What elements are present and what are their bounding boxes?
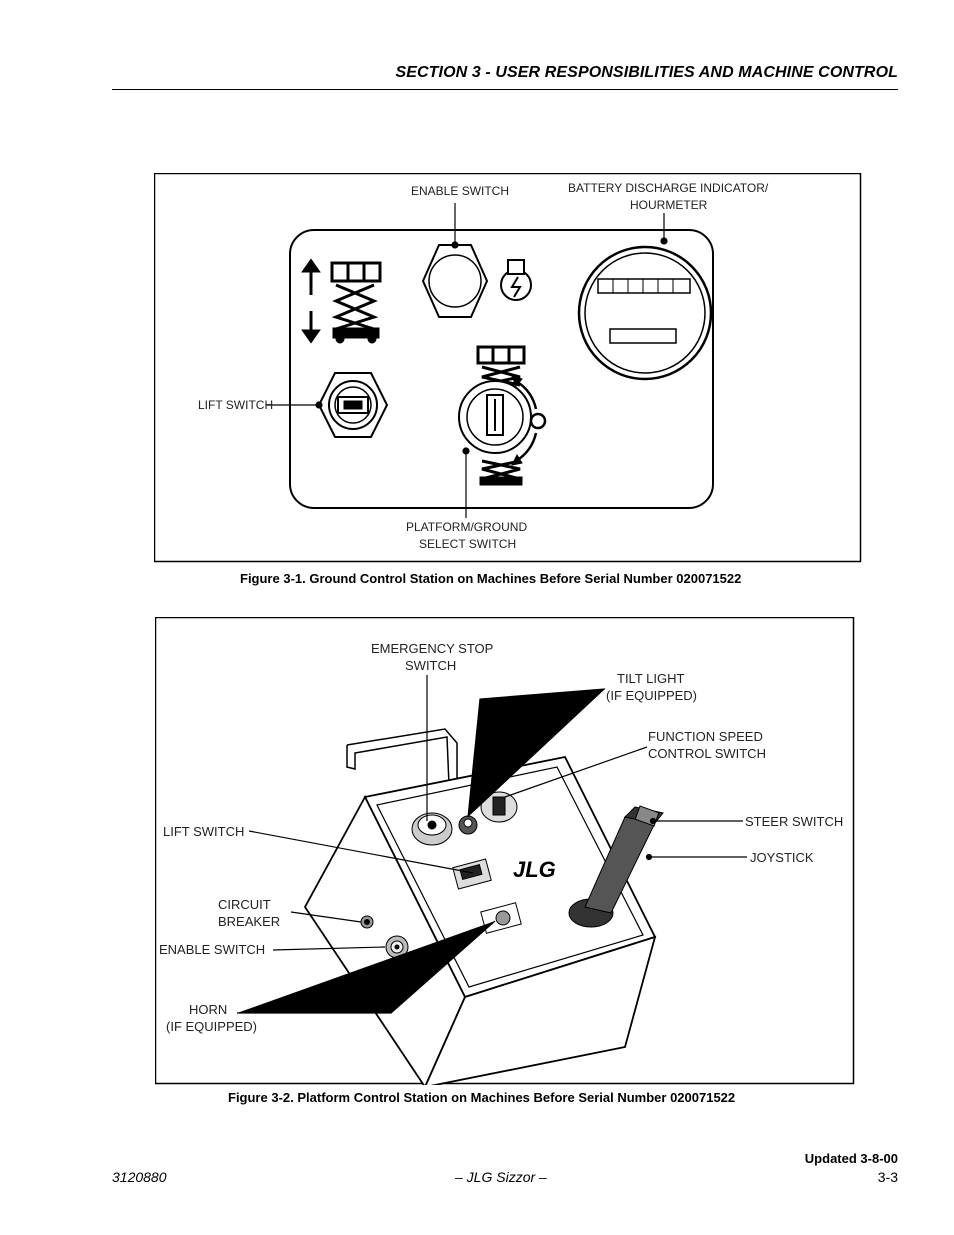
platform-control-illustration: JLG [155,617,855,1085]
joystick-icon [568,805,664,928]
lift-symbol-icon [301,258,382,344]
enable-switch-icon [421,244,489,318]
figure2-caption: Figure 3-2. Platform Control Station on … [228,1090,736,1105]
speed-label-line2: CONTROL SWITCH [648,746,766,761]
leader-lines [237,675,747,1014]
horn-label-line1: HORN [189,1002,227,1017]
header-rule [112,89,898,90]
circuit-breaker-icon [360,915,374,929]
section-title: SECTION 3 - USER RESPONSIBILITIES AND MA… [395,64,898,81]
lift-switch-icon [452,858,492,890]
battery-indicator-label-line1: BATTERY DISCHARGE INDICATOR/ [568,181,769,195]
battery-indicator-label-line2: HOURMETER [630,198,708,212]
product-name: – JLG Sizzor – [455,1169,547,1185]
lift-switch-label: LIFT SWITCH [198,398,273,412]
estop-label-line2: SWITCH [405,658,456,673]
hourmeter-icon [577,245,713,381]
document-number: 3120880 [112,1169,167,1185]
steer-switch-label: STEER SWITCH [745,814,843,829]
estop-label-line1: EMERGENCY STOP [371,641,493,656]
power-enable-icon [500,259,532,301]
enable-switch-label: ENABLE SWITCH [411,184,509,198]
page-number: 3-3 [877,1169,898,1185]
enable-switch-label: ENABLE SWITCH [159,942,265,957]
speed-label-line1: FUNCTION SPEED [648,729,763,744]
mounting-bracket [346,728,458,786]
figure-ground-control-station: ENABLE SWITCH BATTERY DISCHARGE INDICATO… [154,173,862,563]
emergency-stop-switch-icon [411,812,453,846]
lift-switch-label: LIFT SWITCH [163,824,244,839]
function-speed-control-icon [480,791,518,823]
leader-lines [266,203,668,518]
joystick-label: JOYSTICK [750,850,814,865]
updated-date: Updated 3-8-00 [804,1151,898,1166]
figure1-caption: Figure 3-1. Ground Control Station on Ma… [240,571,742,586]
lift-switch-icon [317,372,389,438]
tilt-light-label-line1: TILT LIGHT [617,671,684,686]
horn-label-line2: (IF EQUIPPED) [166,1019,257,1034]
tilt-light-icon [458,815,478,835]
jlg-logo: JLG [513,857,556,882]
circuit-breaker-label-line2: BREAKER [218,914,280,929]
platform-ground-label-line2: SELECT SWITCH [419,537,516,551]
horn-button-icon [480,902,522,934]
circuit-breaker-label-line1: CIRCUIT [218,897,271,912]
figure-platform-control-station: JLG [155,617,855,1085]
ground-control-illustration: ENABLE SWITCH BATTERY DISCHARGE INDICATO… [154,173,862,563]
platform-ground-label-line1: PLATFORM/GROUND [406,520,527,534]
tilt-light-label-line2: (IF EQUIPPED) [606,688,697,703]
enable-switch-icon [385,935,409,959]
platform-ground-select-switch-icon [458,345,547,486]
